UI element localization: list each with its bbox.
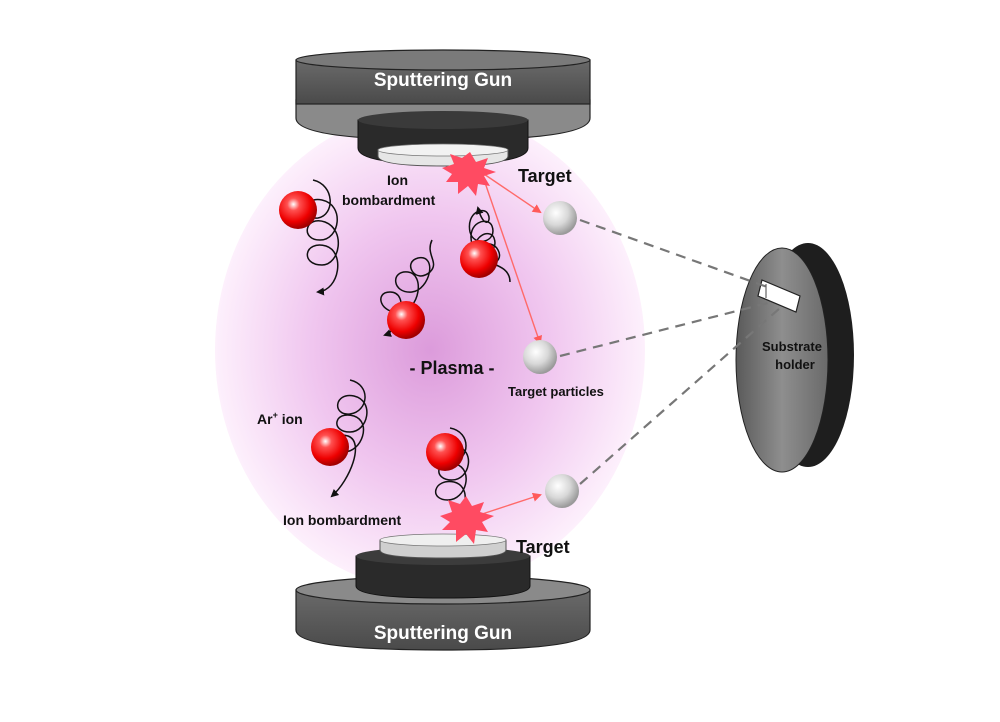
target-particle-2	[523, 340, 557, 374]
ar-ion-3	[460, 240, 498, 278]
burst-top	[442, 152, 496, 196]
target-particle-spheres	[523, 201, 579, 508]
ar-ion-label: Ar+ ion	[257, 410, 303, 427]
substrate-label-line2: holder	[775, 357, 815, 372]
ion-bombardment-top-line1: Ion	[387, 172, 408, 188]
plasma-region	[215, 110, 645, 590]
ar-ion-1	[279, 191, 317, 229]
bottom-sputtering-gun: Sputtering Gun	[295, 533, 591, 651]
target-label-top: Target	[518, 166, 572, 186]
top-gun-label: Sputtering Gun	[374, 70, 512, 91]
ion-bombardment-bottom: Ion bombardment	[283, 512, 402, 528]
ion-bombardment-top-line2: bombardment	[342, 192, 436, 208]
target-particle-1	[543, 201, 577, 235]
target-particles-label: Target particles	[508, 384, 604, 399]
burst-bottom	[440, 496, 494, 544]
target-particle-3	[545, 474, 579, 508]
ar-ion-4	[311, 428, 349, 466]
ar-ion-label-suffix: ion	[278, 411, 303, 427]
ar-ion-label-base: Ar	[257, 411, 273, 427]
ar-ion-5	[426, 433, 464, 471]
bottom-gun-label: Sputtering Gun	[374, 623, 512, 644]
ar-ion-label-sup: +	[273, 410, 278, 420]
plasma-label: - Plasma -	[409, 358, 494, 378]
deposition-paths	[559, 218, 781, 485]
ar-ion-2	[387, 301, 425, 339]
target-label-bottom: Target	[516, 537, 570, 557]
ar-ions	[279, 191, 498, 471]
substrate-label-line1: Substrate	[762, 339, 822, 354]
substrate-holder: Substrate holder	[735, 243, 854, 473]
